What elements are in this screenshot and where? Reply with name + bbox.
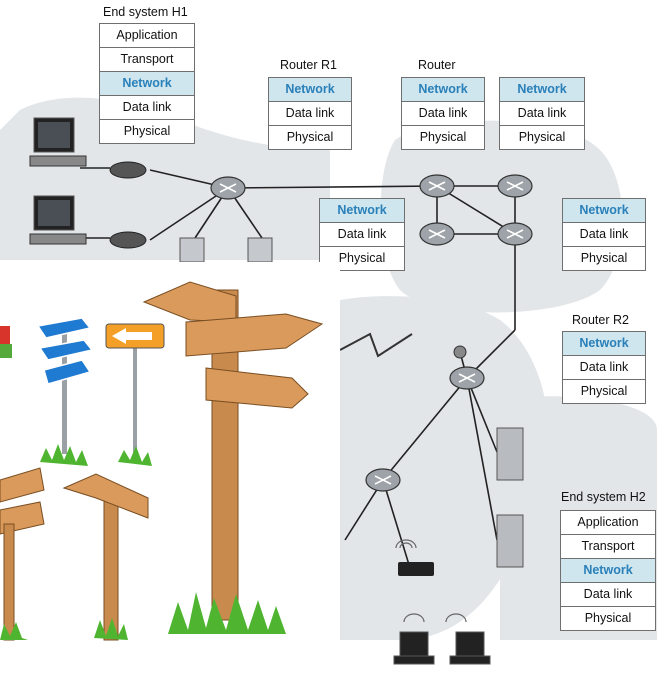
caption-router: Router <box>418 58 456 72</box>
layer-data-link: Data link <box>499 101 585 126</box>
layer-data-link: Data link <box>562 222 646 247</box>
layer-network: Network <box>401 77 485 102</box>
cloud-bottom <box>340 296 548 640</box>
wooden-post-medium <box>103 483 119 641</box>
desktop-computer-icon <box>29 117 87 167</box>
stack-r1: Network Data link Physical <box>268 77 352 150</box>
modem-icons <box>109 161 147 249</box>
router-arrows <box>219 181 524 485</box>
layer-network: Network <box>99 71 195 96</box>
sign-red-icon <box>0 326 10 356</box>
desktop-computer-icon-2 <box>29 195 87 245</box>
layer-physical: Physical <box>562 379 646 404</box>
layer-data-link: Data link <box>99 95 195 120</box>
layer-physical: Physical <box>560 606 656 631</box>
stack-h1: Application Transport Network Data link … <box>99 23 195 144</box>
caption-r1: Router R1 <box>280 58 337 72</box>
stack-h2: Application Transport Network Data link … <box>560 510 656 631</box>
layer-physical: Physical <box>268 125 352 150</box>
layer-physical: Physical <box>499 125 585 150</box>
signpost-clipart <box>0 281 324 641</box>
caption-h2: End system H2 <box>561 490 646 504</box>
wooden-sign-top-icon <box>142 281 237 323</box>
layer-data-link: Data link <box>319 222 405 247</box>
post-metal-icon <box>62 322 67 454</box>
stack-router-below-right: Network Data link Physical <box>562 198 646 271</box>
layer-application: Application <box>560 510 656 535</box>
layer-physical: Physical <box>401 125 485 150</box>
layer-transport: Transport <box>560 534 656 559</box>
layer-physical: Physical <box>562 246 646 271</box>
laptop-icons <box>393 631 491 665</box>
stack-router-below-left: Network Data link Physical <box>319 198 405 271</box>
layer-data-link: Data link <box>401 101 485 126</box>
wooden-boards-left-icon <box>0 467 45 503</box>
caption-r2: Router R2 <box>572 313 629 327</box>
wireless-link <box>339 332 413 358</box>
layer-transport: Transport <box>99 47 195 72</box>
stack-router-left: Network Data link Physical <box>401 77 485 150</box>
satellite-dish-icon <box>453 345 467 359</box>
sign-green-icon <box>0 344 12 358</box>
grass-icon <box>40 444 88 466</box>
server-icons-right <box>496 427 524 568</box>
grass-large-icon <box>168 592 286 634</box>
layer-network: Network <box>268 77 352 102</box>
layer-network: Network <box>319 198 405 223</box>
stack-router-right: Network Data link Physical <box>499 77 585 150</box>
stack-r2: Network Data link Physical <box>562 331 646 404</box>
layer-data-link: Data link <box>268 101 352 126</box>
layer-network: Network <box>560 558 656 583</box>
layer-application: Application <box>99 23 195 48</box>
layer-network: Network <box>499 77 585 102</box>
sign-blue-arrows-icon <box>36 317 92 339</box>
wireless-access-point-icon <box>398 562 434 576</box>
layer-data-link: Data link <box>560 582 656 607</box>
caption-h1: End system H1 <box>103 5 188 19</box>
layer-physical: Physical <box>99 119 195 144</box>
signpost-illustration <box>0 262 340 683</box>
wooden-arrow-sign-icon <box>62 473 149 519</box>
wifi-signal-icons <box>395 539 467 623</box>
layer-data-link: Data link <box>562 355 646 380</box>
layer-network: Network <box>562 198 646 223</box>
post-metal-2 <box>133 328 137 454</box>
cloud-left <box>0 97 330 260</box>
layer-network: Network <box>562 331 646 356</box>
layer-physical: Physical <box>319 246 405 271</box>
